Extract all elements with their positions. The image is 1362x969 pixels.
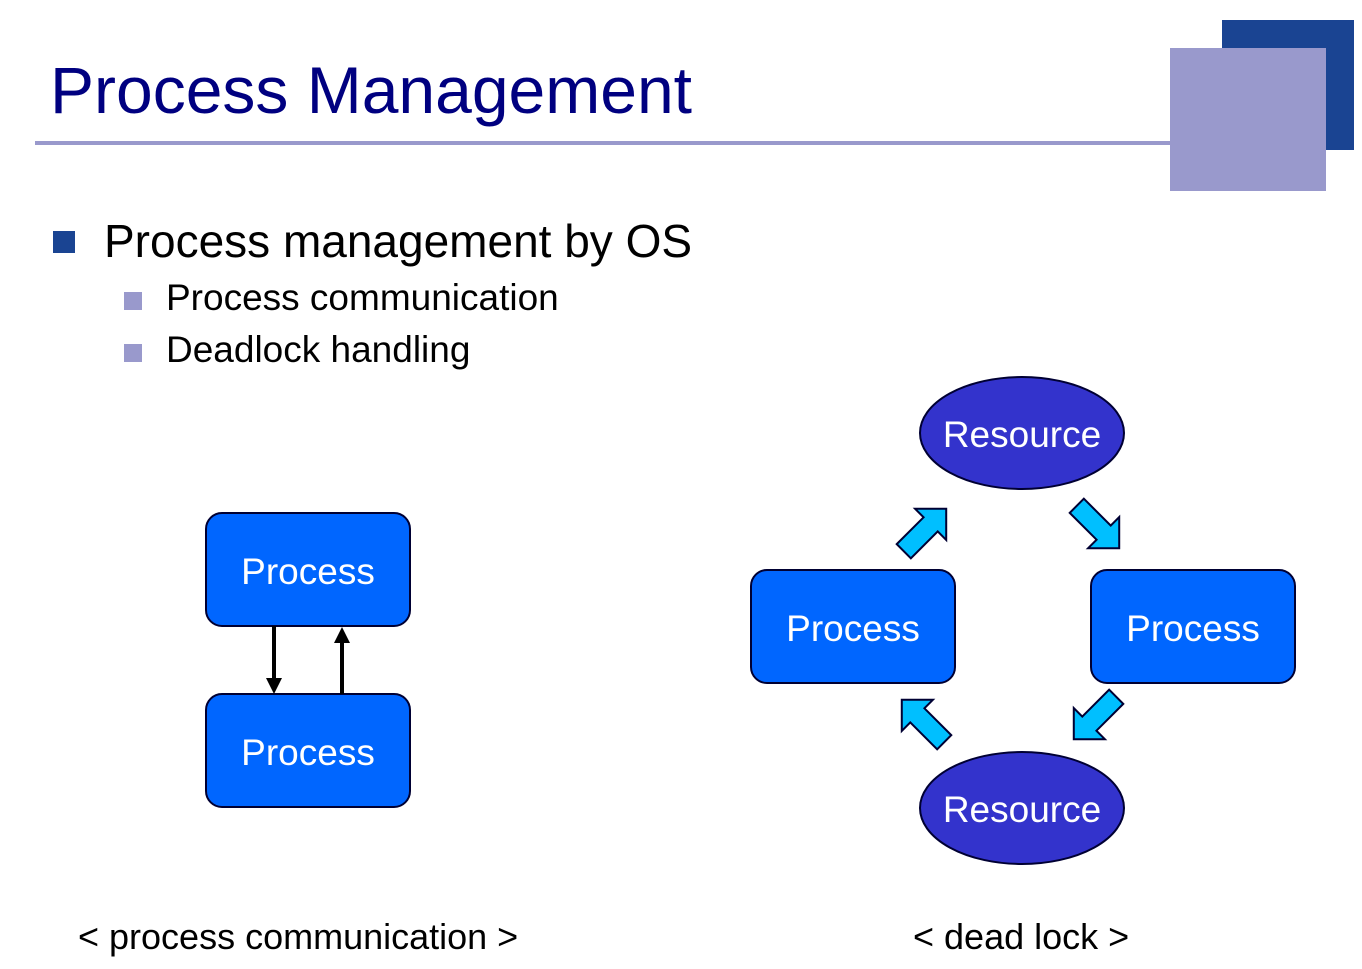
process-node-right: Process — [1090, 569, 1296, 684]
process-node-left: Process — [750, 569, 956, 684]
cycle-arrow-up-right — [895, 507, 948, 560]
sub-bullet-deadlock-handling: Deadlock handling — [166, 329, 471, 370]
slide-title: Process Management — [50, 53, 692, 127]
bullet-text: Process management by OS — [104, 215, 693, 267]
process-label: Process — [786, 608, 920, 649]
sub-bullet-marker — [124, 292, 142, 310]
title-divider — [35, 141, 1175, 145]
sub-bullet-process-communication: Process communication — [166, 277, 559, 318]
process-label: Process — [1126, 608, 1260, 649]
cycle-arrow-down-right — [1068, 497, 1121, 550]
process-communication-diagram: Process Process — [205, 512, 411, 808]
process-label: Process — [241, 551, 375, 592]
arrow-up-head — [334, 627, 350, 643]
bullet-marker — [53, 231, 75, 253]
arrow-down-head — [266, 678, 282, 694]
process-node-top: Process — [205, 512, 411, 627]
cycle-arrow-up-left — [900, 698, 953, 751]
decorative-square-light — [1170, 48, 1326, 191]
process-label: Process — [241, 732, 375, 773]
resource-label: Resource — [943, 414, 1101, 455]
sub-bullet-marker — [124, 344, 142, 362]
process-node-bottom: Process — [205, 693, 411, 808]
resource-node-top: Resource — [919, 376, 1125, 490]
caption-process-communication: < process communication > — [78, 916, 519, 957]
resource-node-bottom: Resource — [919, 751, 1125, 865]
deadlock-diagram: Resource Process Process Resource — [750, 376, 1296, 865]
resource-label: Resource — [943, 789, 1101, 830]
caption-dead-lock: < dead lock > — [913, 916, 1130, 957]
cycle-arrow-down-left — [1072, 688, 1125, 741]
